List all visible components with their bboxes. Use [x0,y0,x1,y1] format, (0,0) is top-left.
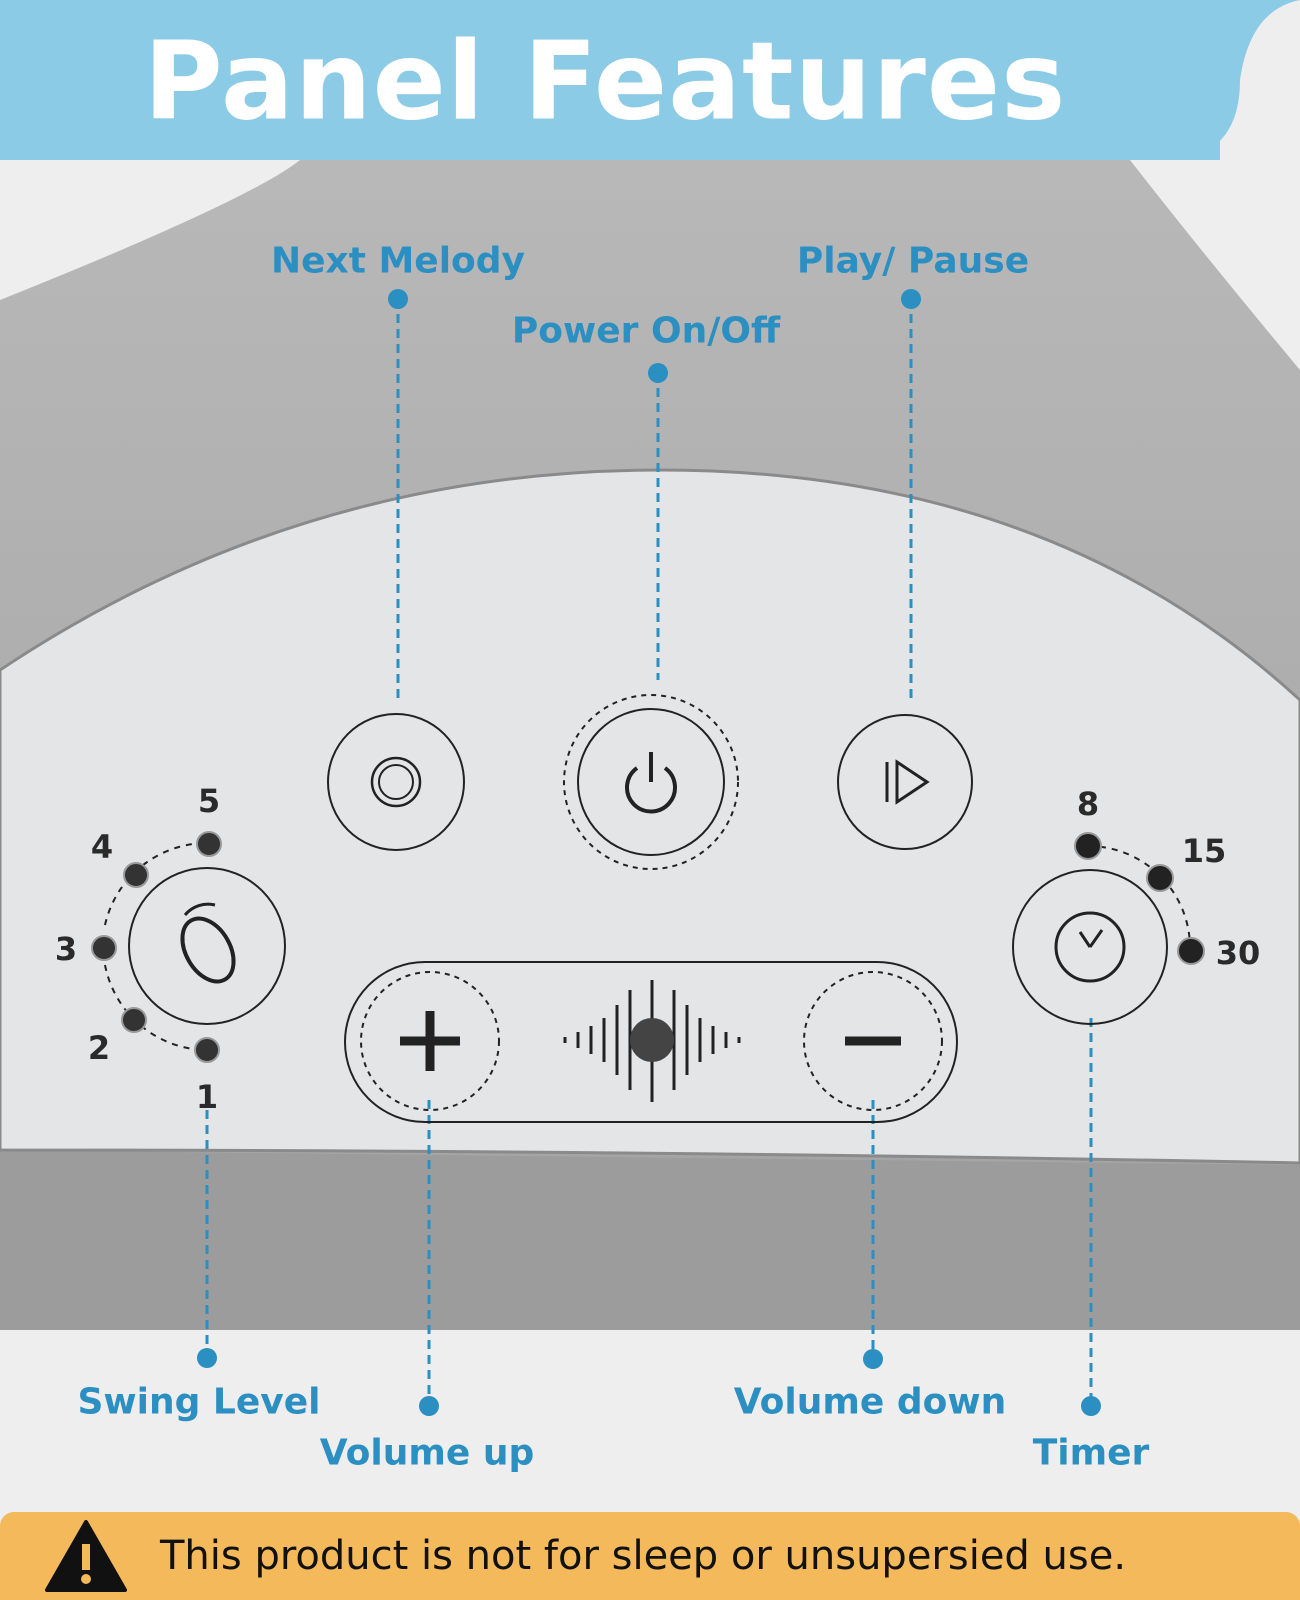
swing-level-1: 1 [195,1078,219,1116]
control-panel [0,468,1300,1165]
loop-icon [370,756,422,808]
label-volume-down: Volume down [733,1381,1007,1423]
power-icon [625,752,677,814]
warning-bar: This product is not for sleep or unsuper… [0,1512,1300,1600]
label-volume-up: Volume up [319,1432,535,1474]
label-swing-level: Swing Level [77,1381,321,1423]
label-next-melody: Next Melody [270,240,526,282]
banner [0,0,1220,160]
callout-dots [197,289,1101,1416]
timer-icon [1054,911,1126,983]
label-timer: Timer [1032,1432,1150,1474]
volume-control-strip [344,961,958,1123]
timer-button [1012,845,1192,1025]
next-melody-button [327,713,465,851]
swing-icon [180,916,236,984]
timer-option-30: 30 [1215,934,1261,972]
plus-icon [400,1011,460,1071]
warning-icon [45,1520,127,1592]
swing-level-3: 3 [54,930,78,968]
label-play-pause: Play/ Pause [796,240,1030,282]
center-indicator [630,1018,674,1062]
swing-level-4: 4 [90,828,114,866]
play-pause-button [837,714,973,850]
callout-lines [205,299,1093,1406]
timer-option-8: 8 [1076,785,1100,823]
swing-level-button [104,842,286,1051]
volume-up-button [360,971,500,1111]
power-button [563,694,739,870]
swing-level-5: 5 [197,782,221,820]
device-base [0,1150,1300,1330]
play-icon [885,759,930,805]
swing-level-2: 2 [87,1029,111,1067]
indicator-leds [91,831,1205,1063]
page-title: Panel Features [143,19,1067,145]
volume-down-button [803,971,943,1111]
timer-option-15: 15 [1181,832,1227,870]
warning-text: This product is not for sleep or unsuper… [160,1533,1127,1579]
label-power: Power On/Off [511,310,781,352]
